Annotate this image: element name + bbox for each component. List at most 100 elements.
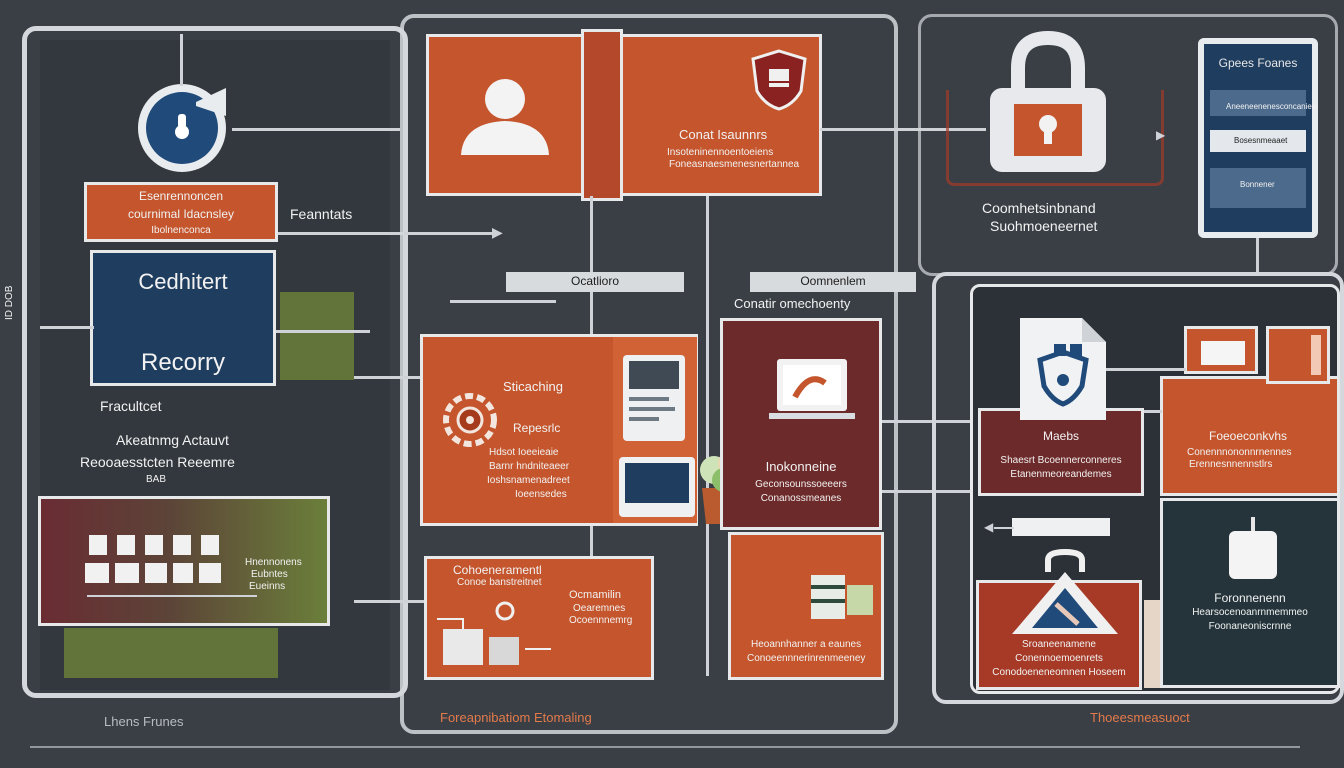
card-title: Inokonneine: [765, 459, 837, 474]
binding-strip: [581, 29, 623, 201]
wire: [880, 420, 980, 423]
file-shield-icon: [1016, 314, 1110, 424]
laptop-card: Inokonneine Geconsounssoeeers Conanossme…: [720, 318, 882, 530]
gear-icon: [441, 391, 499, 449]
middle-frame: [400, 14, 898, 734]
tile-line: Shaesrt Bcoennerconneres: [1000, 455, 1122, 466]
wire: [276, 330, 370, 333]
arrow-head: ◀: [984, 520, 994, 534]
device-row-text: Aneeneenenesconcaniee: [1226, 102, 1317, 111]
monitor-icon: [619, 457, 695, 517]
left-banner: Esenrennoncen cournimal Idacnsley Ibolne…: [84, 182, 278, 242]
card-line: Heoannhanner a eaunes: [751, 639, 862, 650]
card-line: Ocoennnemrg: [569, 615, 633, 626]
device-screen: Gpees Foanes Aneeneenenesconcaniee Boses…: [1204, 44, 1316, 232]
side-label: ID DOB: [4, 285, 15, 320]
device-row-text: Bosesnmeaaet: [1234, 136, 1288, 145]
card-line: Oearemnes: [573, 603, 626, 614]
tile-line: Erennesnnennstlrs: [1189, 459, 1273, 470]
box-screen: [1201, 341, 1245, 365]
profile-card: Conat Isaunnrs Insoteninennoentoeiens Fo…: [426, 29, 822, 201]
red-bracket: [946, 90, 1164, 186]
card-title: Cedhitert: [138, 269, 228, 294]
white-bar: [1012, 518, 1110, 536]
wire: [820, 128, 986, 131]
wire: [278, 232, 496, 235]
wire: [354, 600, 426, 603]
section-header: Conatir omechoenty: [734, 296, 851, 311]
device-row-text: Bonnener: [1240, 180, 1275, 189]
tile-line: Foonaneoniscrnne: [1208, 621, 1292, 632]
tile-title: Maebs: [1042, 429, 1080, 443]
caption: Suohmoeneernet: [990, 218, 1098, 234]
tile-line: Hearsocenoanrnmemmeo: [1192, 607, 1308, 618]
device-header: Gpees Foanes: [1218, 56, 1298, 70]
table-panel: Hnennonens Eubntes Eueinns: [38, 496, 330, 626]
machine-icon: [433, 599, 553, 671]
triangle-lock-icon: [1006, 548, 1124, 638]
wire: [450, 300, 556, 303]
card-line: Geconsounssoeeers: [755, 479, 847, 490]
banner-line: cournimal Idacnsley: [127, 207, 235, 221]
card-line: Ioeensedes: [515, 489, 567, 500]
caption: Coomhetsinbnand: [982, 200, 1096, 216]
card-line: Ocmamilin: [569, 589, 621, 601]
dark-tile: Foronnenenn Hearsocenoanrnmemmeo Foonane…: [1160, 498, 1340, 688]
device-row: [1210, 168, 1306, 208]
monitor-screen: [625, 463, 689, 503]
tile-line: Conennoemoenrets: [1015, 653, 1103, 664]
green-block: [280, 292, 354, 380]
left-footer: Lhens Frunes: [104, 714, 184, 729]
card-line: Conoe banstreitnet: [457, 577, 542, 588]
arrow-head: ▶: [492, 224, 503, 240]
green-base: [64, 628, 278, 678]
bottom-card-right: Heoannhanner a eaunes Conoeennnerinrenme…: [728, 532, 884, 680]
small-orange-box: [1184, 326, 1258, 374]
orange-tile: Foeoeconkvhs Conennnononnrnennes Erennes…: [1160, 376, 1340, 496]
card-line: Conanossmeanes: [760, 493, 842, 504]
small-orange-box: [1266, 326, 1330, 384]
card-line: Barnr hndniteaeer: [489, 461, 570, 472]
note: BAB: [146, 474, 167, 485]
device-row: [1210, 130, 1306, 152]
tag-icon: [1225, 515, 1281, 581]
note: Reooaesstcten Reeemre: [80, 454, 235, 470]
card-line: Ioshsnamenadreet: [487, 475, 570, 486]
wire: [232, 128, 400, 131]
feature-label: Feanntats: [290, 206, 353, 222]
profile-line: Insoteninennoentoeiens: [667, 147, 774, 158]
profile-title: Conat Isaunnrs: [679, 127, 768, 142]
label-box: Ocatlioro: [506, 272, 684, 292]
wire: [40, 326, 94, 329]
card-subtitle: Repesrlc: [513, 421, 561, 435]
laptop-icon: [769, 353, 855, 429]
card-line: Conoeennnerinrenmeeney: [747, 653, 866, 664]
side-strip: [1144, 600, 1160, 688]
device-row: [1210, 90, 1306, 116]
document-line: [629, 417, 659, 421]
wire: [87, 595, 257, 597]
key-grid: [85, 533, 225, 589]
label-box-text: Oomnenlem: [800, 274, 866, 288]
tile-line: Conodoeneneomnen Hoseem: [992, 667, 1126, 678]
note: Akeatnmg Actauvt: [116, 432, 229, 448]
arrow-head: ▶: [1156, 128, 1166, 142]
tile-title: Foeoeconkvhs: [1209, 429, 1288, 443]
table-line: Eubntes: [251, 569, 288, 580]
wire: [994, 527, 1014, 529]
right-frame: [932, 272, 1344, 704]
document-line: [629, 397, 669, 401]
profile-line: Foneasnaesmenesnertannea: [669, 159, 800, 170]
shield-icon: [747, 47, 811, 113]
tablet-device: Gpees Foanes Aneeneenenesconcaniee Boses…: [1198, 38, 1318, 238]
wire: [1144, 410, 1162, 413]
card-title: Sticaching: [503, 379, 563, 394]
table-line: Hnennonens: [245, 557, 302, 568]
card-subtitle: Recorry: [140, 349, 225, 376]
banner-line: Ibolnenconca: [151, 225, 211, 236]
table-line: Eueinns: [249, 581, 286, 592]
document-image: [629, 361, 679, 389]
recovery-card: Cedhitert Recorry: [90, 250, 276, 386]
wire: [354, 376, 426, 379]
note: Fracultcet: [100, 398, 162, 414]
